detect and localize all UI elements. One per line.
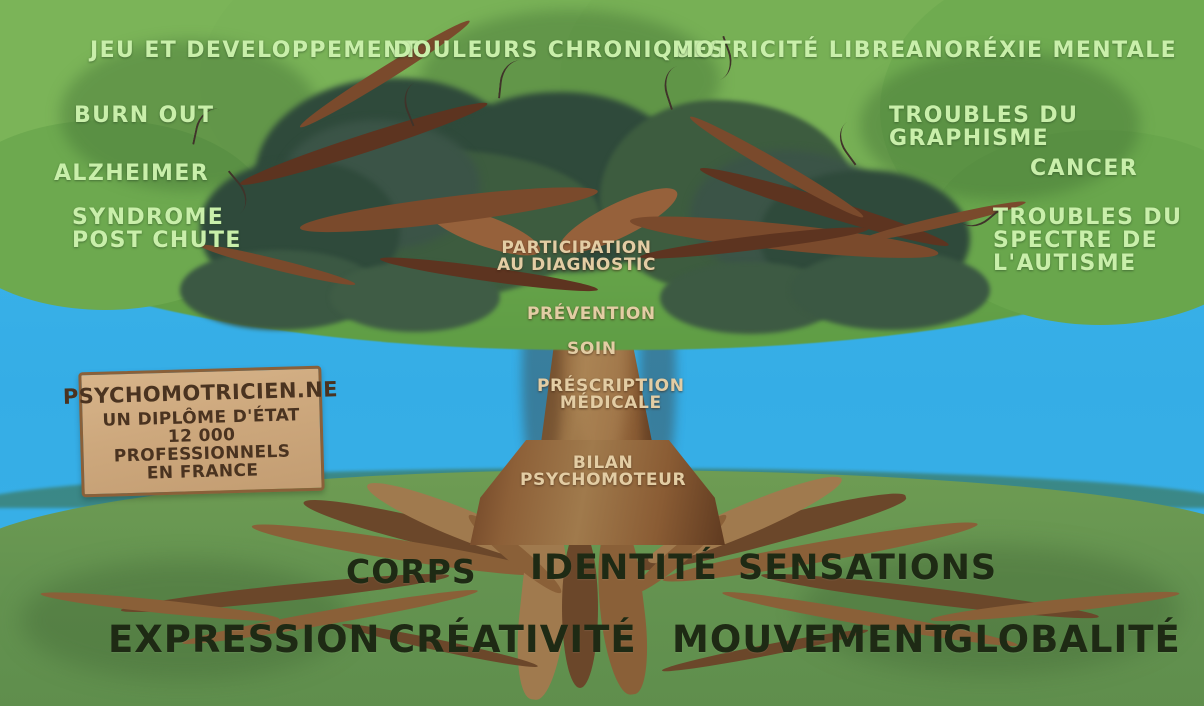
canopy-label: SYNDROME POST CHUTE [72,205,242,253]
trunk-label: PRÉVENTION [527,304,656,324]
root-label: MOUVEMENT [672,618,952,661]
trunk-label: PRÉSCRIPTION MÉDICALE [537,376,685,413]
root-label: CORPS [346,552,477,591]
trunk-label: PARTICIPATION AU DIAGNOSTIC [497,238,657,275]
trunk-base-flare [470,440,725,545]
canopy-label: MOTRICITÉ LIBRE [672,38,907,63]
root-label: SENSATIONS [738,548,998,588]
root-label: GLOBALITÉ [943,618,1181,661]
canopy-label: TROUBLES DU SPECTRE DE L'AUTISME [993,205,1183,276]
sign-count: 12 000 PROFESSIONNELS [113,424,291,467]
root [562,528,598,688]
canopy-label: ALZHEIMER [54,161,210,186]
trunk-label: BILAN PSYCHOMOTEUR [520,453,687,490]
canopy-label: BURN OUT [74,103,215,128]
canopy-label: ANORÉXIE MENTALE [906,38,1178,63]
canopy-label: TROUBLES DU GRAPHISME [889,103,1079,151]
canopy-rim [790,250,990,330]
sign-country: EN FRANCE [146,460,259,484]
info-sign: PSYCHOMOTRICIEN.NE UN DIPLÔME D'ÉTAT 12 … [63,365,338,498]
trunk-label: SOIN [567,339,617,359]
root-label: IDENTITÉ [530,548,718,588]
canopy-label: DOULEURS CHRONIQUES [393,38,727,63]
canopy-label: CANCER [1030,156,1139,181]
root-label: CRÉATIVITÉ [388,618,637,661]
sign-title: PSYCHOMOTRICIEN.NE [62,377,339,410]
canopy-label: JEU ET DEVELOPPEMENT [90,38,420,63]
root-label: EXPRESSION [108,618,381,661]
